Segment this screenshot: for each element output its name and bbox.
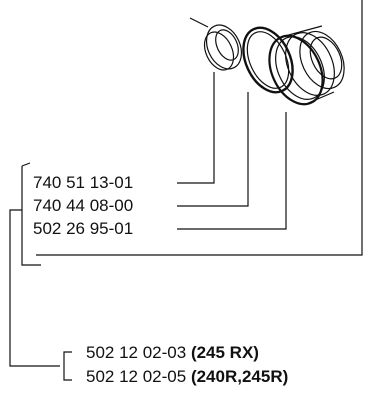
part-number-label: 740 51 13-01 [33, 173, 134, 192]
assembly-number-label: 502 12 02-03 (245 RX) [86, 343, 259, 362]
assembly-number: 502 12 02-03 [86, 343, 187, 362]
assembly-bracket [63, 351, 72, 381]
leader-line-2 [177, 92, 249, 207]
assembly-leader [9, 209, 60, 367]
assembly-models: (245 RX) [190, 343, 259, 362]
group-bracket [21, 166, 41, 266]
seal-ring-drawing [189, 17, 243, 71]
leader-line-1 [177, 72, 215, 184]
housing-outline [36, 0, 363, 256]
leader-line-3 [177, 112, 287, 230]
sleeve-drawing [268, 25, 345, 106]
part-number-label: 502 26 95-01 [33, 219, 134, 238]
assembly-number-label: 502 12 02-05 (240R,245R) [86, 367, 288, 386]
o-ring-drawing [242, 26, 294, 94]
assembly-number: 502 12 02-05 [86, 367, 187, 386]
part-number-label: 740 44 08-00 [33, 196, 134, 215]
assembly-models: (240R,245R) [190, 367, 289, 386]
